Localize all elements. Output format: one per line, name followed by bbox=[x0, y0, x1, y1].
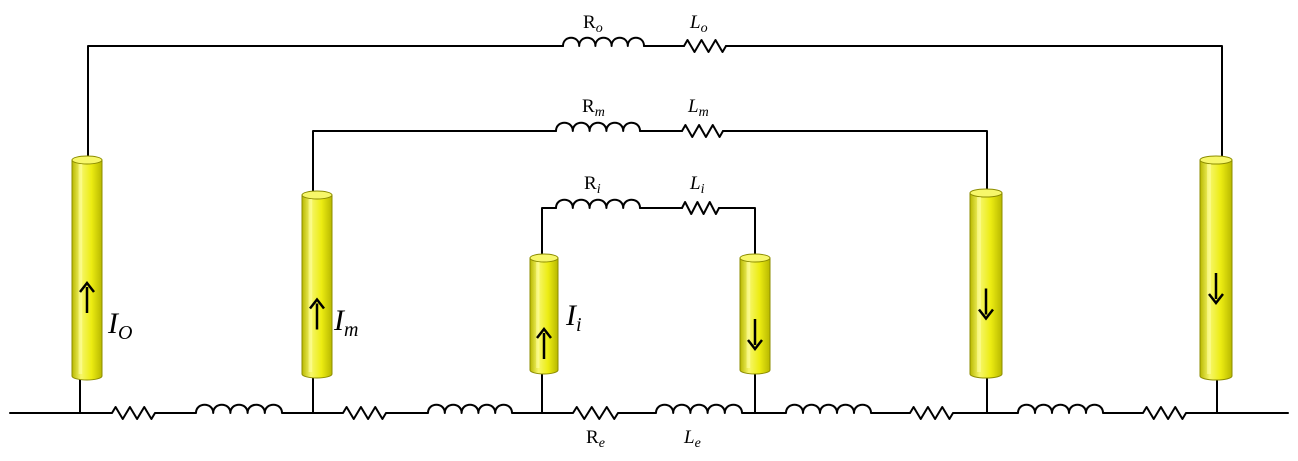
inner-resistance-coil bbox=[555, 198, 641, 209]
ground-impedances bbox=[111, 403, 1187, 420]
ground-inductor-9 bbox=[1017, 403, 1104, 414]
conductor-body bbox=[739, 257, 771, 375]
conductor-body bbox=[1199, 159, 1233, 381]
arrow-up-icon bbox=[309, 297, 325, 330]
outer-inductance-zigzag-path bbox=[683, 39, 727, 53]
label-re: Re bbox=[586, 427, 605, 451]
conductor-top-cap bbox=[529, 253, 559, 263]
label-ri: Ri bbox=[584, 173, 601, 197]
ground-resistor-3 bbox=[342, 406, 387, 420]
middle-inductance-zigzag bbox=[681, 124, 724, 138]
conductor-top-cap bbox=[1199, 155, 1233, 165]
conductor-outer-left bbox=[71, 155, 103, 381]
outer-resistance-coil bbox=[562, 36, 645, 47]
ground-resistor-8 bbox=[909, 406, 954, 420]
current-label-middle: Im bbox=[333, 304, 358, 341]
inner-resistance-coil-path bbox=[555, 198, 641, 209]
arrow-up-icon bbox=[536, 326, 552, 359]
arrow-down-icon bbox=[978, 288, 994, 321]
ground-resistor-5 bbox=[572, 406, 619, 420]
ground-stubs bbox=[79, 367, 1218, 414]
middle-loop-wire bbox=[312, 121, 988, 201]
inner-inductance-zigzag-path bbox=[681, 201, 720, 215]
conductor-top-cap bbox=[71, 155, 103, 165]
conductor-outer-right bbox=[1199, 155, 1233, 381]
outer-loop-wire bbox=[87, 36, 1223, 166]
middle-resistance-coil bbox=[555, 121, 641, 132]
conductor-top-cap bbox=[969, 188, 1003, 198]
conductor-body bbox=[301, 194, 333, 379]
label-li: Li bbox=[689, 173, 705, 197]
current-label-inner: Ii bbox=[565, 299, 582, 336]
ground-inductor-6 bbox=[655, 403, 743, 414]
conductor-top-cap bbox=[739, 253, 771, 263]
conductor-top-cap bbox=[301, 190, 333, 200]
conductor-body bbox=[71, 159, 103, 381]
outer-inductance-zigzag bbox=[683, 39, 727, 53]
middle-inductance-zigzag-path bbox=[681, 124, 724, 138]
conductor-inner-left bbox=[529, 253, 559, 375]
label-le: Le bbox=[683, 427, 701, 451]
ground-inductor-4 bbox=[427, 403, 513, 414]
ground-resistor-1 bbox=[111, 406, 156, 420]
conductors bbox=[71, 155, 1233, 381]
conductor-inner-right bbox=[739, 253, 771, 375]
conductor-middle-right bbox=[969, 188, 1003, 379]
current-label-outer: IO bbox=[107, 307, 132, 344]
conductor-middle-left bbox=[301, 190, 333, 379]
label-lo: Lo bbox=[689, 12, 708, 36]
arrow-down-icon bbox=[747, 319, 763, 352]
ground-resistor-10 bbox=[1142, 406, 1187, 420]
middle-resistance-coil-path bbox=[555, 121, 641, 132]
ground-inductor-2 bbox=[195, 403, 283, 414]
inner-inductance-zigzag bbox=[681, 201, 720, 215]
outer-resistance-coil-path bbox=[562, 36, 645, 47]
arrow-up-icon bbox=[79, 280, 95, 313]
ground-inductor-7 bbox=[785, 403, 872, 414]
conductor-body bbox=[969, 192, 1003, 379]
arrow-down-icon bbox=[1208, 273, 1224, 306]
label-lm: Lm bbox=[687, 96, 709, 120]
inner-loop-wire bbox=[541, 198, 756, 263]
label-ro: Ro bbox=[583, 12, 603, 36]
label-rm: Rm bbox=[582, 96, 605, 120]
